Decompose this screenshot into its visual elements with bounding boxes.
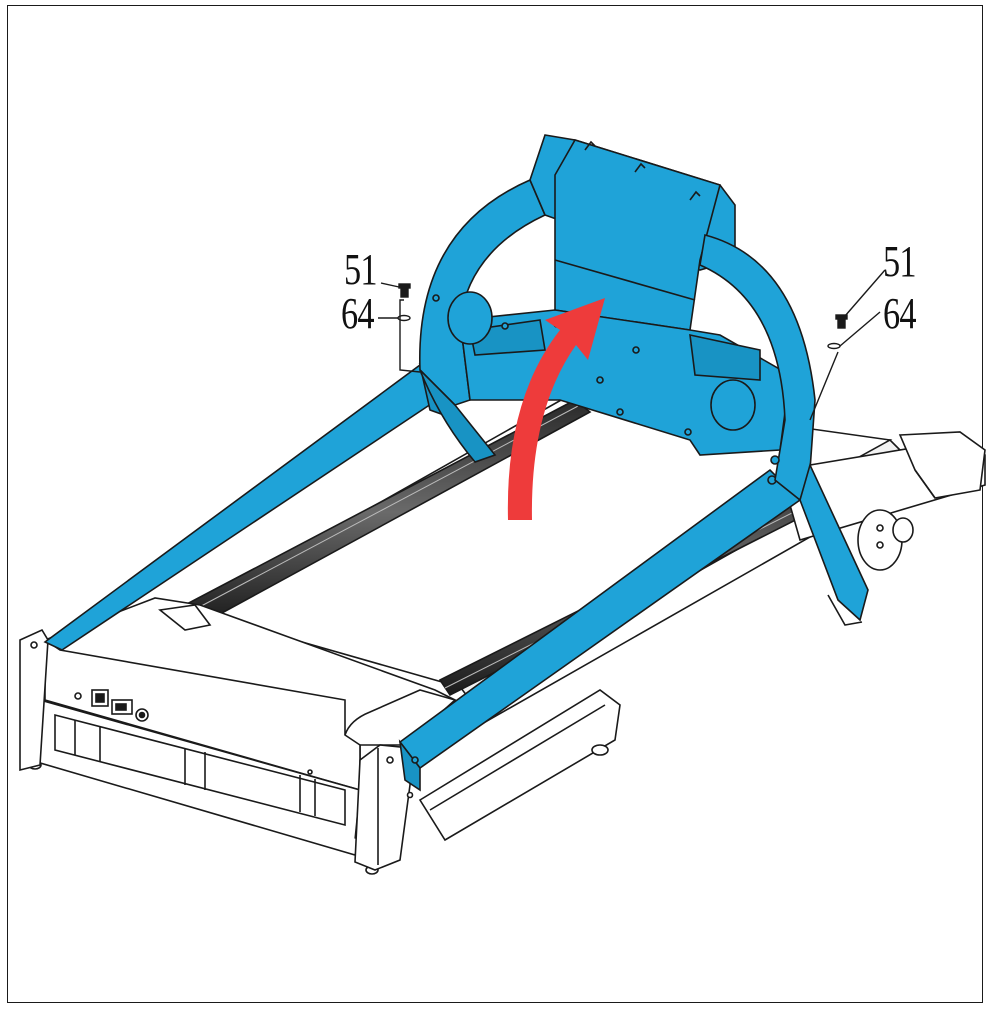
console-frame <box>419 134 869 626</box>
rotate-upright-icon <box>507 298 605 520</box>
left-screw-callout: 51 <box>344 245 378 294</box>
left-washer-callout: 64 <box>341 289 375 338</box>
left-hardware <box>378 282 421 373</box>
right-washer-callout: 64 <box>883 289 917 338</box>
motor-hood <box>19 597 457 875</box>
right-hardware <box>809 269 886 421</box>
right-screw-callout: 51 <box>883 237 917 286</box>
